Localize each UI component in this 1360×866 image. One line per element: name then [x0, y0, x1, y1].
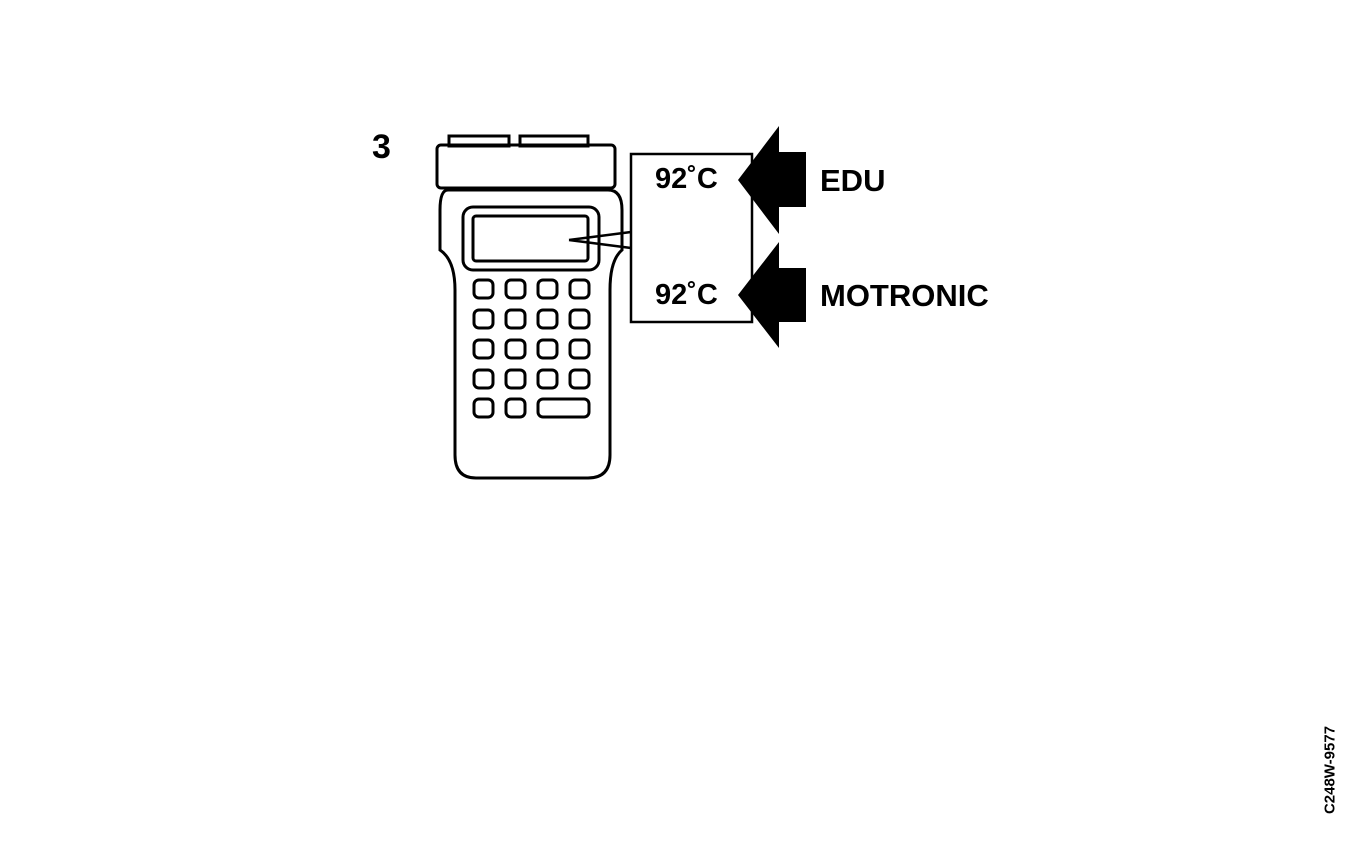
motronic-label: MOTRONIC: [820, 278, 989, 313]
tester-key: [472, 368, 495, 390]
tester-key: [504, 368, 527, 390]
tester-key: [472, 338, 495, 360]
scan-tester-device: [435, 134, 624, 480]
figure-code: C248W-9577: [1321, 725, 1339, 815]
tester-keypad: [472, 278, 591, 419]
tester-key: [536, 278, 559, 300]
tester-key: [504, 338, 527, 360]
motronic-temperature-value: 92˚C: [655, 279, 718, 311]
tester-display: [471, 214, 590, 263]
tester-key: [568, 368, 591, 390]
tester-body: [438, 188, 624, 480]
tester-display-bezel: [461, 205, 601, 272]
edu-label: EDU: [820, 163, 886, 198]
tester-key: [568, 308, 591, 330]
tester-key: [504, 308, 527, 330]
tester-key: [504, 397, 527, 419]
arrow-edu: [738, 126, 806, 234]
tester-key: [504, 278, 527, 300]
display-pointer: [568, 230, 632, 250]
tester-key: [472, 308, 495, 330]
tester-key: [568, 338, 591, 360]
step-number: 3: [372, 128, 391, 166]
edu-temperature-value: 92˚C: [655, 163, 718, 195]
arrow-motronic: [738, 242, 806, 348]
tester-key: [536, 368, 559, 390]
tester-key: [536, 338, 559, 360]
tester-header: [435, 143, 617, 190]
tester-key: [472, 278, 495, 300]
readout-box: [629, 152, 754, 324]
tester-key-wide: [536, 397, 591, 419]
tester-key: [536, 308, 559, 330]
tester-key: [472, 397, 495, 419]
tester-key: [568, 278, 591, 300]
